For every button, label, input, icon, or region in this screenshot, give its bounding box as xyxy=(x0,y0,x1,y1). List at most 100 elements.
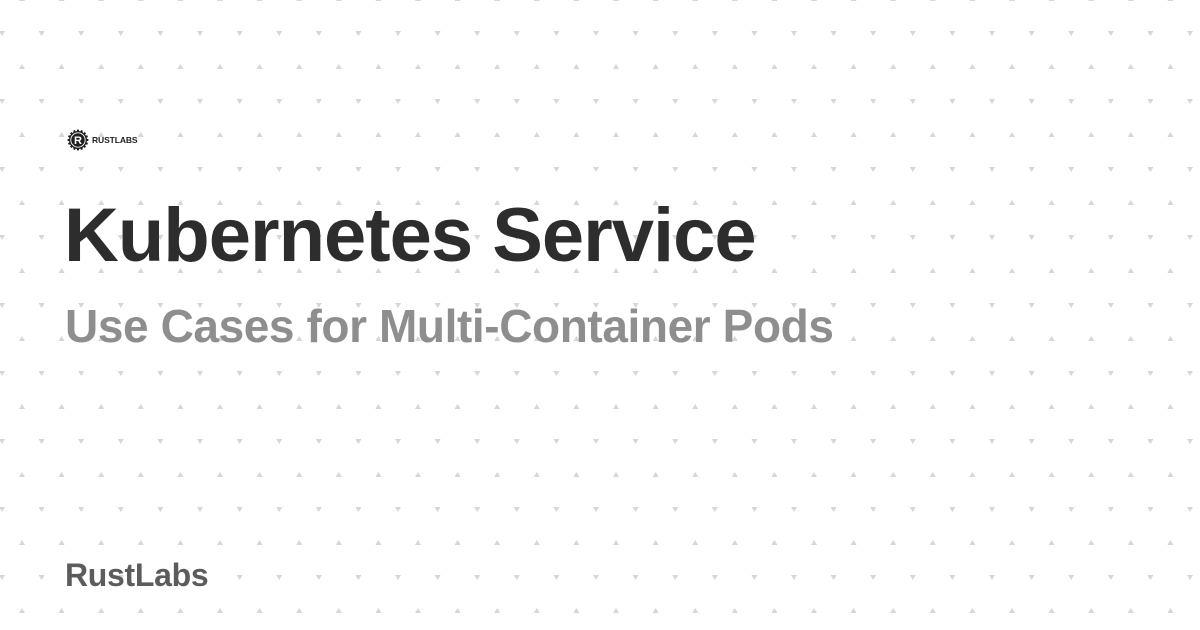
pattern-triangle xyxy=(1048,64,1055,69)
pattern-triangle xyxy=(593,507,599,512)
pattern-triangle xyxy=(1088,200,1095,205)
pattern-triangle xyxy=(256,132,263,137)
pattern-triangle xyxy=(929,200,936,205)
pattern-triangle xyxy=(969,0,976,1)
pattern-triangle xyxy=(375,0,382,1)
pattern-triangle xyxy=(1048,132,1055,137)
pattern-triangle xyxy=(137,200,144,205)
pattern-triangle xyxy=(474,167,481,172)
pattern-triangle xyxy=(1127,540,1134,545)
pattern-triangle xyxy=(1127,0,1134,1)
pattern-triangle xyxy=(177,608,184,613)
pattern-triangle xyxy=(236,507,243,512)
pattern-triangle xyxy=(711,303,718,308)
pattern-triangle xyxy=(0,167,5,172)
pattern-triangle xyxy=(1009,132,1015,137)
pattern-triangle xyxy=(1068,31,1075,36)
pattern-triangle xyxy=(177,132,184,137)
pattern-triangle xyxy=(494,540,501,545)
pattern-triangle xyxy=(731,404,738,409)
pattern-triangle xyxy=(1187,235,1193,240)
pattern-triangle xyxy=(1048,540,1055,545)
pattern-triangle xyxy=(157,371,164,376)
pattern-triangle xyxy=(217,336,223,341)
pattern-triangle xyxy=(375,336,382,341)
pattern-triangle xyxy=(58,404,65,409)
pattern-triangle xyxy=(593,235,599,240)
pattern-triangle xyxy=(474,371,481,376)
pattern-triangle xyxy=(355,235,362,240)
pattern-triangle xyxy=(117,167,124,172)
pattern-triangle xyxy=(157,303,164,308)
pattern-triangle xyxy=(38,507,45,512)
pattern-triangle xyxy=(533,336,540,341)
pattern-triangle xyxy=(1107,439,1114,444)
pattern-triangle xyxy=(415,0,421,1)
pattern-triangle xyxy=(375,64,382,69)
pattern-triangle xyxy=(474,507,481,512)
pattern-triangle xyxy=(731,608,738,613)
pattern-triangle xyxy=(117,439,124,444)
pattern-triangle xyxy=(731,472,738,477)
pattern-triangle xyxy=(573,268,580,273)
pattern-triangle xyxy=(672,31,679,36)
logo-text: RUSTLABS xyxy=(92,134,138,145)
pattern-triangle xyxy=(811,64,817,69)
pattern-triangle xyxy=(989,575,995,580)
pattern-triangle xyxy=(98,336,105,341)
pattern-triangle xyxy=(197,439,203,444)
pattern-triangle xyxy=(1107,507,1114,512)
pattern-triangle xyxy=(751,507,758,512)
pattern-triangle xyxy=(672,303,679,308)
pattern-triangle xyxy=(692,608,699,613)
pattern-triangle xyxy=(335,64,342,69)
pattern-triangle xyxy=(850,404,857,409)
pattern-triangle xyxy=(0,371,5,376)
pattern-triangle xyxy=(692,0,699,1)
pattern-triangle xyxy=(395,507,401,512)
pattern-triangle xyxy=(909,507,916,512)
pattern-triangle xyxy=(791,303,797,308)
pattern-triangle xyxy=(771,268,778,273)
pattern-triangle xyxy=(98,268,105,273)
pattern-triangle xyxy=(0,507,5,512)
pattern-triangle xyxy=(850,0,857,1)
pattern-triangle xyxy=(652,472,659,477)
pattern-triangle xyxy=(1187,167,1193,172)
pattern-triangle xyxy=(355,303,362,308)
pattern-triangle xyxy=(791,371,797,376)
pattern-triangle xyxy=(613,132,619,137)
pattern-triangle xyxy=(98,200,105,205)
pattern-triangle xyxy=(593,575,599,580)
pattern-triangle xyxy=(177,268,184,273)
pattern-triangle xyxy=(909,439,916,444)
pattern-triangle xyxy=(929,268,936,273)
pattern-triangle xyxy=(711,371,718,376)
pattern-triangle xyxy=(1167,0,1174,1)
pattern-triangle xyxy=(969,608,976,613)
pattern-triangle xyxy=(593,167,599,172)
pattern-triangle xyxy=(1127,200,1134,205)
pattern-triangle xyxy=(276,99,283,104)
pattern-triangle xyxy=(78,371,85,376)
pattern-triangle xyxy=(692,132,699,137)
pattern-triangle xyxy=(217,608,223,613)
pattern-triangle xyxy=(296,608,303,613)
pattern-triangle xyxy=(315,575,322,580)
pattern-triangle xyxy=(751,235,758,240)
pattern-triangle xyxy=(711,235,718,240)
pattern-triangle xyxy=(553,31,560,36)
pattern-triangle xyxy=(276,31,283,36)
pattern-triangle xyxy=(395,99,401,104)
pattern-triangle xyxy=(1187,507,1193,512)
pattern-triangle xyxy=(533,0,540,1)
pattern-triangle xyxy=(929,472,936,477)
pattern-triangle xyxy=(613,0,619,1)
pattern-triangle xyxy=(217,404,223,409)
pattern-triangle xyxy=(335,132,342,137)
pattern-triangle xyxy=(989,167,995,172)
pattern-triangle xyxy=(0,439,5,444)
pattern-triangle xyxy=(989,371,995,376)
page-title: Kubernetes Service xyxy=(64,193,757,278)
pattern-triangle xyxy=(1009,336,1015,341)
